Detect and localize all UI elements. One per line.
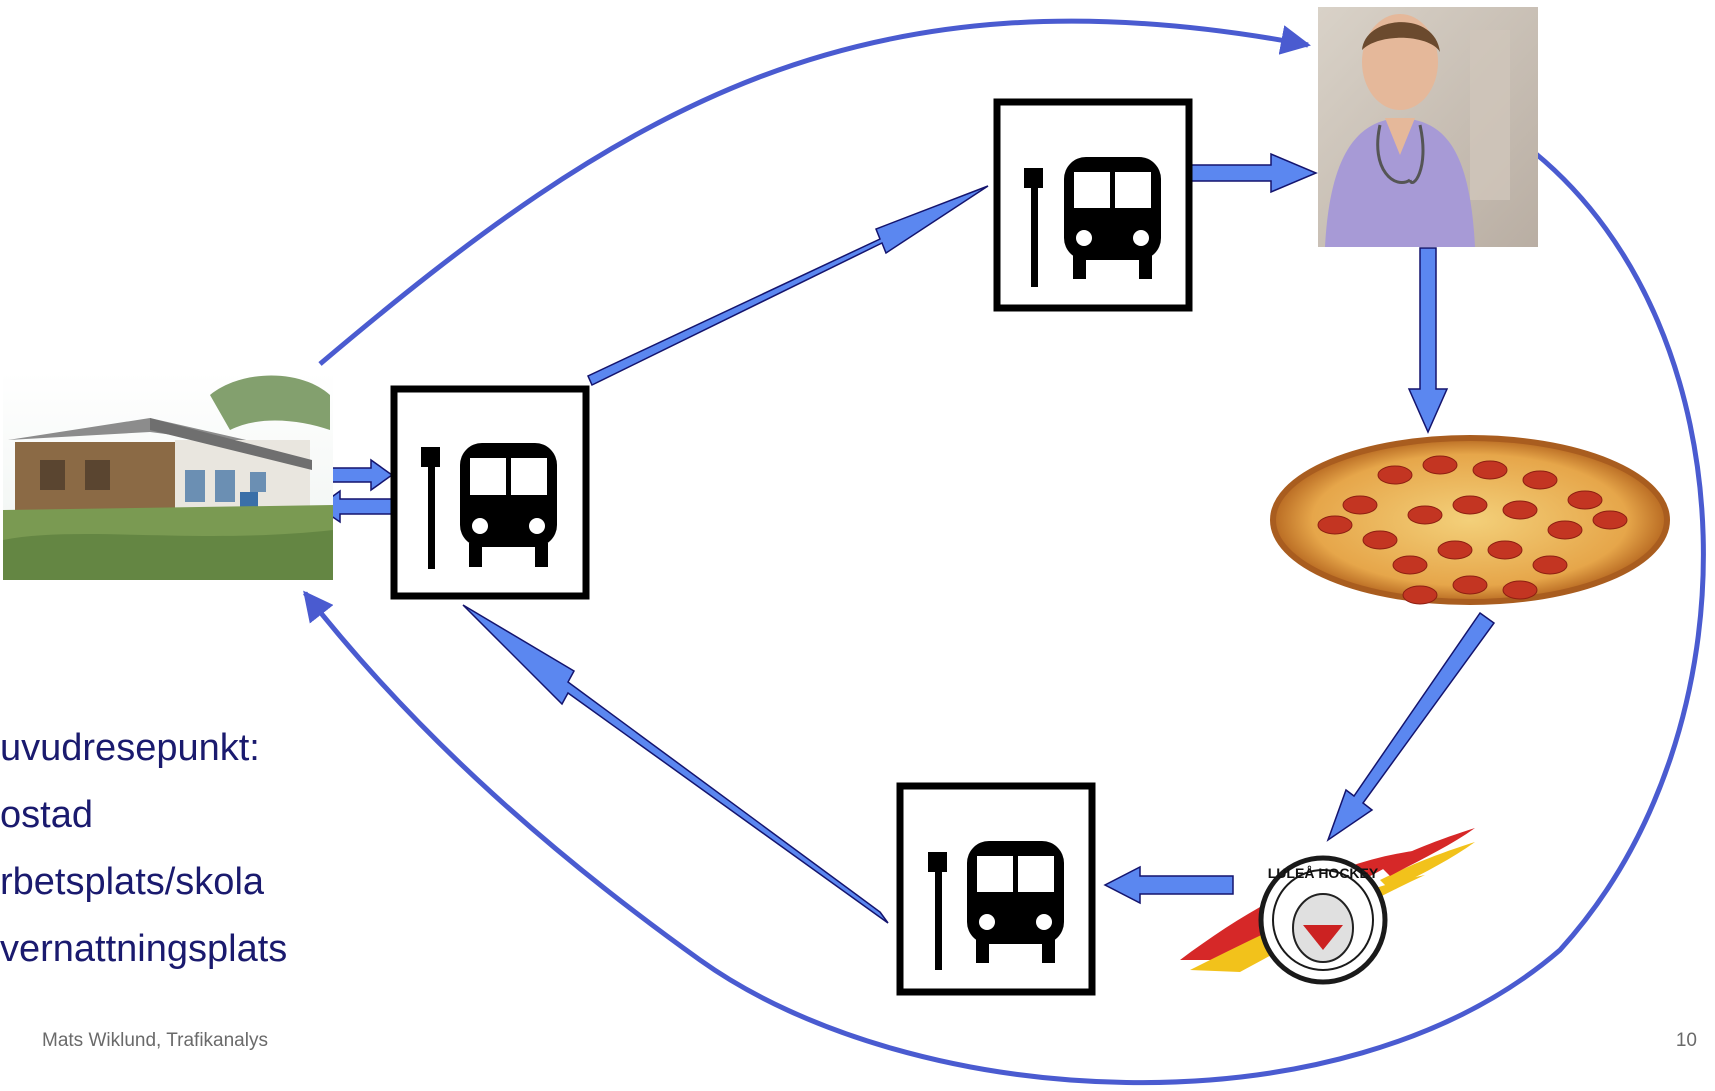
arrow-stop-left-to-stop-top: [587, 185, 989, 387]
pepperoni-slice: [1362, 530, 1398, 550]
page-number: 10: [1675, 1030, 1697, 1051]
arrow-stop-top-to-work: [1188, 152, 1318, 194]
pepperoni-slice: [1547, 520, 1583, 540]
pepperoni-slice: [1342, 495, 1378, 515]
pepperoni-slice: [1592, 510, 1628, 530]
arrow-work-to-pizza: [1407, 247, 1449, 434]
pepperoni-slice: [1522, 470, 1558, 490]
pepperoni-slice: [1472, 460, 1508, 480]
hockey-logo-text: LULEÅ HOCKEY: [1268, 865, 1379, 881]
pepperoni-slice: [1317, 515, 1353, 535]
pepperoni-slice: [1407, 505, 1443, 525]
pepperoni-slice: [1567, 490, 1603, 510]
legend-item-overnight: vernattningsplats: [0, 928, 288, 970]
arrow-stop-bottom-to-stop-left: [462, 604, 889, 924]
pepperoni-slice: [1402, 585, 1438, 605]
pepperoni-slice: [1377, 465, 1413, 485]
pepperoni-slice: [1392, 555, 1428, 575]
bus-stop-top: [993, 98, 1193, 312]
pepperoni-slice: [1422, 455, 1458, 475]
pepperoni-slice: [1437, 540, 1473, 560]
legend-heading: uvudresepunkt:: [0, 727, 260, 769]
legend-item-work: rbetsplats/skola: [0, 861, 265, 903]
pizza-photo: [1270, 435, 1670, 605]
legend-item-home: ostad: [0, 794, 93, 836]
pepperoni-slice: [1502, 500, 1538, 520]
house-photo: [3, 372, 333, 580]
block-arrows: [316, 152, 1496, 924]
pepperoni-slice: [1532, 555, 1568, 575]
curve-home-to-work: [318, 18, 1311, 366]
bus-stop-left: [390, 385, 590, 600]
hockey-club-logo: LULEÅ HOCKEY: [1180, 828, 1475, 985]
footer-author: Mats Wiklund, Trafikanalys: [42, 1030, 268, 1051]
pepperoni-slice: [1487, 540, 1523, 560]
travel-curves: [303, 18, 1706, 1085]
curve-work-to-home: [303, 151, 1706, 1085]
pepperoni-slice: [1502, 580, 1538, 600]
pepperoni-slice: [1452, 495, 1488, 515]
arrow-pizza-to-hockey: [1326, 611, 1496, 842]
nurse-photo: [1318, 7, 1538, 247]
pepperoni-slice: [1452, 575, 1488, 595]
arrow-hockey-to-stop-bottom: [1103, 865, 1234, 905]
bus-stop-bottom: [896, 782, 1096, 996]
